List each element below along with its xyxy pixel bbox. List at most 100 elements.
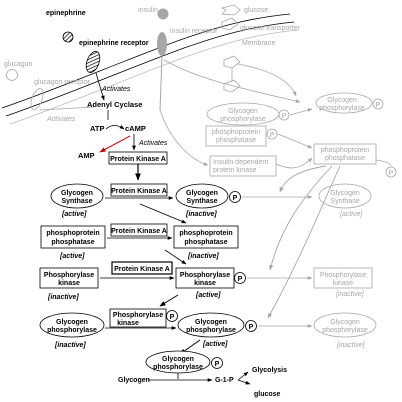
phk-active-line2: kinase [194,280,216,287]
epinephrine-icon [62,31,74,43]
phosphate-label-9: P [389,170,394,177]
gp-topright-line1: Glycogen [327,97,357,104]
pp-inactive-state: [inactive] [187,253,219,260]
activates-camp-label: Activates [138,140,168,147]
phosphate-label: P [233,195,238,202]
epinephrine-label: epinephrine [46,10,86,17]
phk-inactive-line1: Phosphorylase [44,272,94,279]
pp-topright-line2: phosphatase [325,155,365,162]
phk-small-line1: Phosphorylase [113,312,163,319]
amp-arrow [99,135,131,153]
gs-right-node [318,183,372,209]
glucagon-group: glucagon glucagon receptor Activates [4,61,95,123]
pka-main-label: Protein Kinase A [110,156,166,163]
gp-right-state: [inactive] [336,342,366,349]
phosphate-label-7: P [376,102,381,109]
idpk-line2: protein kinase [213,167,257,174]
adenyl-cyclase-label: Adenyl Cyclase [87,100,142,109]
phosphate-label-8: P [270,132,275,139]
phk-inactive-state: [inactive] [47,294,79,301]
pp-active-line1: phosphoprotein [46,230,99,237]
gp-right-node [313,312,377,338]
insulin-receptor-label: insulin receptor [170,28,218,35]
phk-inactive-node [39,267,99,289]
phk-small-node [109,308,167,328]
phk-small-line2: kinase [117,320,139,327]
pka-main: Protein Kinase A [108,151,168,181]
gp-topright-node [315,92,373,114]
glycogen-label: Glycogen [118,377,150,384]
phosphate-label-6: P [282,113,287,120]
row-glycogen-phosphorylase: Glycogen phosphorylase [inactive] Phosph… [39,308,377,349]
phk-right-state: [inactive] [335,291,365,298]
phosphate-label-3: P [170,314,175,321]
gs-active-state: [active] [61,211,87,218]
pp-top-line2: phosphatase [216,137,256,144]
phk-active-node [175,267,235,289]
gp-active-line2: phosphorylase [186,327,236,334]
insulin-group: insulin insulin receptor [138,7,218,111]
phk-right-line2: kinase [333,280,353,287]
insulin-icon [157,8,169,20]
pp-active-state: [active] [59,253,85,260]
gs-inactive-line2: Synthase [186,198,217,205]
gs-active-node [50,183,104,209]
glucagon-receptor-icon [30,88,44,110]
gp-bottom-line2: phosphorylase [153,364,203,371]
gp-right-line2: phosphorylase [322,327,368,334]
row-phosphorylase-kinase: Phosphorylase kinase [inactive] Protein … [39,261,373,301]
glucagon-receptor-label: glucagon receptor [34,79,91,86]
gp-inactive-line2: phosphorylase [47,327,97,334]
glucose-group: glucose glucose transporter Membrane [220,4,301,93]
glucose-transporter-icon [221,17,239,31]
gs-inactive-node [175,183,229,209]
gp-top-line1: Glycogen [228,108,258,115]
gs-right-line2: Synthase [330,198,359,205]
glucose-transporter-label: glucose transporter [240,25,301,32]
row-glycogen-synthase: Glycogen Synthase [active] Protein Kinas… [50,183,372,218]
gp-inactive-node [39,312,105,338]
insulin-receptor-icon [157,32,167,56]
gp-bottom-line1: Glycogen [162,356,194,363]
gp-active-node [177,312,245,338]
phosphate-icon [229,191,241,203]
epinephrine-group: epinephrine epinephrine receptor [46,10,149,73]
camp-label: cAMP [125,124,146,133]
gp-inactive-state: [inactive] [54,342,86,349]
atp-label: ATP [90,124,104,133]
gp-topright-line2: phosphorylase [319,105,365,112]
glycogen-breakdown: Glycogen phosphorylase P Glycogen G-1-P … [118,350,287,398]
pp-inactive-line2: phosphatase [184,239,227,246]
pka-row3-label: Protein Kinase A [114,266,170,273]
phk-right-line1: Phosphorylase [320,272,366,279]
phk-active-state: [active] [195,292,221,299]
gs-active-line2: Synthase [61,198,92,205]
phosphate-label-5: P [215,361,220,368]
g1p-label: G-1-P [215,377,234,384]
gs-active-line1: Glycogen [61,190,93,197]
membrane-label: Membrane [242,40,276,47]
phk-active-line1: Phosphorylase [180,272,230,279]
pp-top-node [205,125,267,147]
pka-row2-label: Protein Kinase A [111,228,167,235]
gp-active-state: [active] [202,341,228,348]
pp-inactive-node [173,225,239,249]
pp-inactive-line1: phosphoprotein [179,230,232,237]
glucose-icon [220,4,241,16]
insulin-pathway: Glycogen phosphorylase P Glycogen phosph… [159,59,397,319]
glucagon-label: glucagon [4,61,33,68]
epinephrine-receptor-label: epinephrine receptor [79,40,149,47]
pp-topright-node [313,143,377,165]
row-phosphoprotein-phosphatase: phosphoprotein phosphatase [active] Prot… [40,223,239,260]
phk-right-node [313,267,373,289]
pp-active-node [40,225,106,249]
gs-right-line1: Glycogen [330,190,360,197]
camp-cascade: Activates Adenyl Cyclase ATP cAMP Activa… [78,72,168,160]
activates-epinephrine-label: Activates [101,86,131,93]
gs-inactive-line1: Glycogen [186,190,218,197]
glycolysis-label: Glycolysis [252,367,287,374]
epinephrine-receptor-icon [85,51,101,73]
phk-inactive-line2: kinase [58,280,80,287]
pp-topright-line1: phosphoprotein [321,147,369,154]
